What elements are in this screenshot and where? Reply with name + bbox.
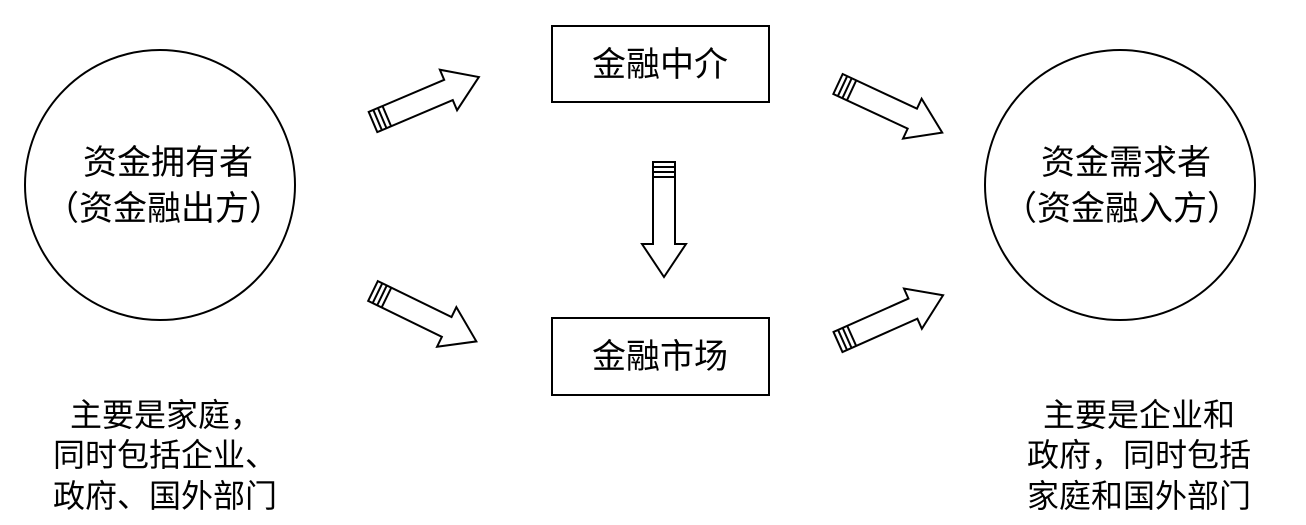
fund-demander-node: 资金需求者 （资金融入方） [984, 49, 1256, 321]
fund-demander-circle [984, 49, 1256, 321]
fund-supplier-subtitle: （资金融出方） [45, 189, 283, 229]
arrow-market-to-demander [828, 274, 954, 364]
arrow-intermediary-to-demander [827, 63, 953, 154]
financial-intermediary-label: 金融中介 [592, 45, 728, 85]
fund-demander-note-line: 政府，同时包括 [1027, 436, 1251, 474]
arrow-supplier-to-intermediary [363, 55, 489, 144]
fund-supplier-title: 资金拥有者 [83, 143, 253, 183]
fund-supplier-note-line: 同时包括企业、 [53, 436, 277, 474]
fund-demander-subtitle: （资金融入方） [1003, 189, 1241, 229]
financial-intermediary-frame [551, 25, 770, 103]
arrow-supplier-to-market [362, 270, 488, 363]
fund-supplier-note-line: 主要是家庭， [70, 396, 262, 434]
financial-market-box: 金融市场 [551, 317, 770, 396]
fund-supplier-node: 资金拥有者 （资金融出方） [24, 49, 296, 321]
fund-supplier-note-line: 政府、国外部门 [53, 477, 277, 515]
financial-market-frame [551, 317, 770, 396]
fund-demander-note: 主要是企业和 政府，同时包括 家庭和国外部门 [1027, 396, 1251, 515]
fund-supplier-circle [24, 49, 296, 321]
fund-demander-note-line: 主要是企业和 [1043, 396, 1235, 434]
fund-demander-note-line: 家庭和国外部门 [1027, 477, 1251, 515]
financial-intermediary-box: 金融中介 [551, 25, 770, 103]
fund-supplier-note: 主要是家庭， 同时包括企业、 政府、国外部门 [53, 396, 277, 515]
arrow-intermediary-to-market [641, 161, 687, 278]
fund-demander-title: 资金需求者 [1041, 143, 1211, 183]
financial-market-label: 金融市场 [592, 337, 728, 377]
